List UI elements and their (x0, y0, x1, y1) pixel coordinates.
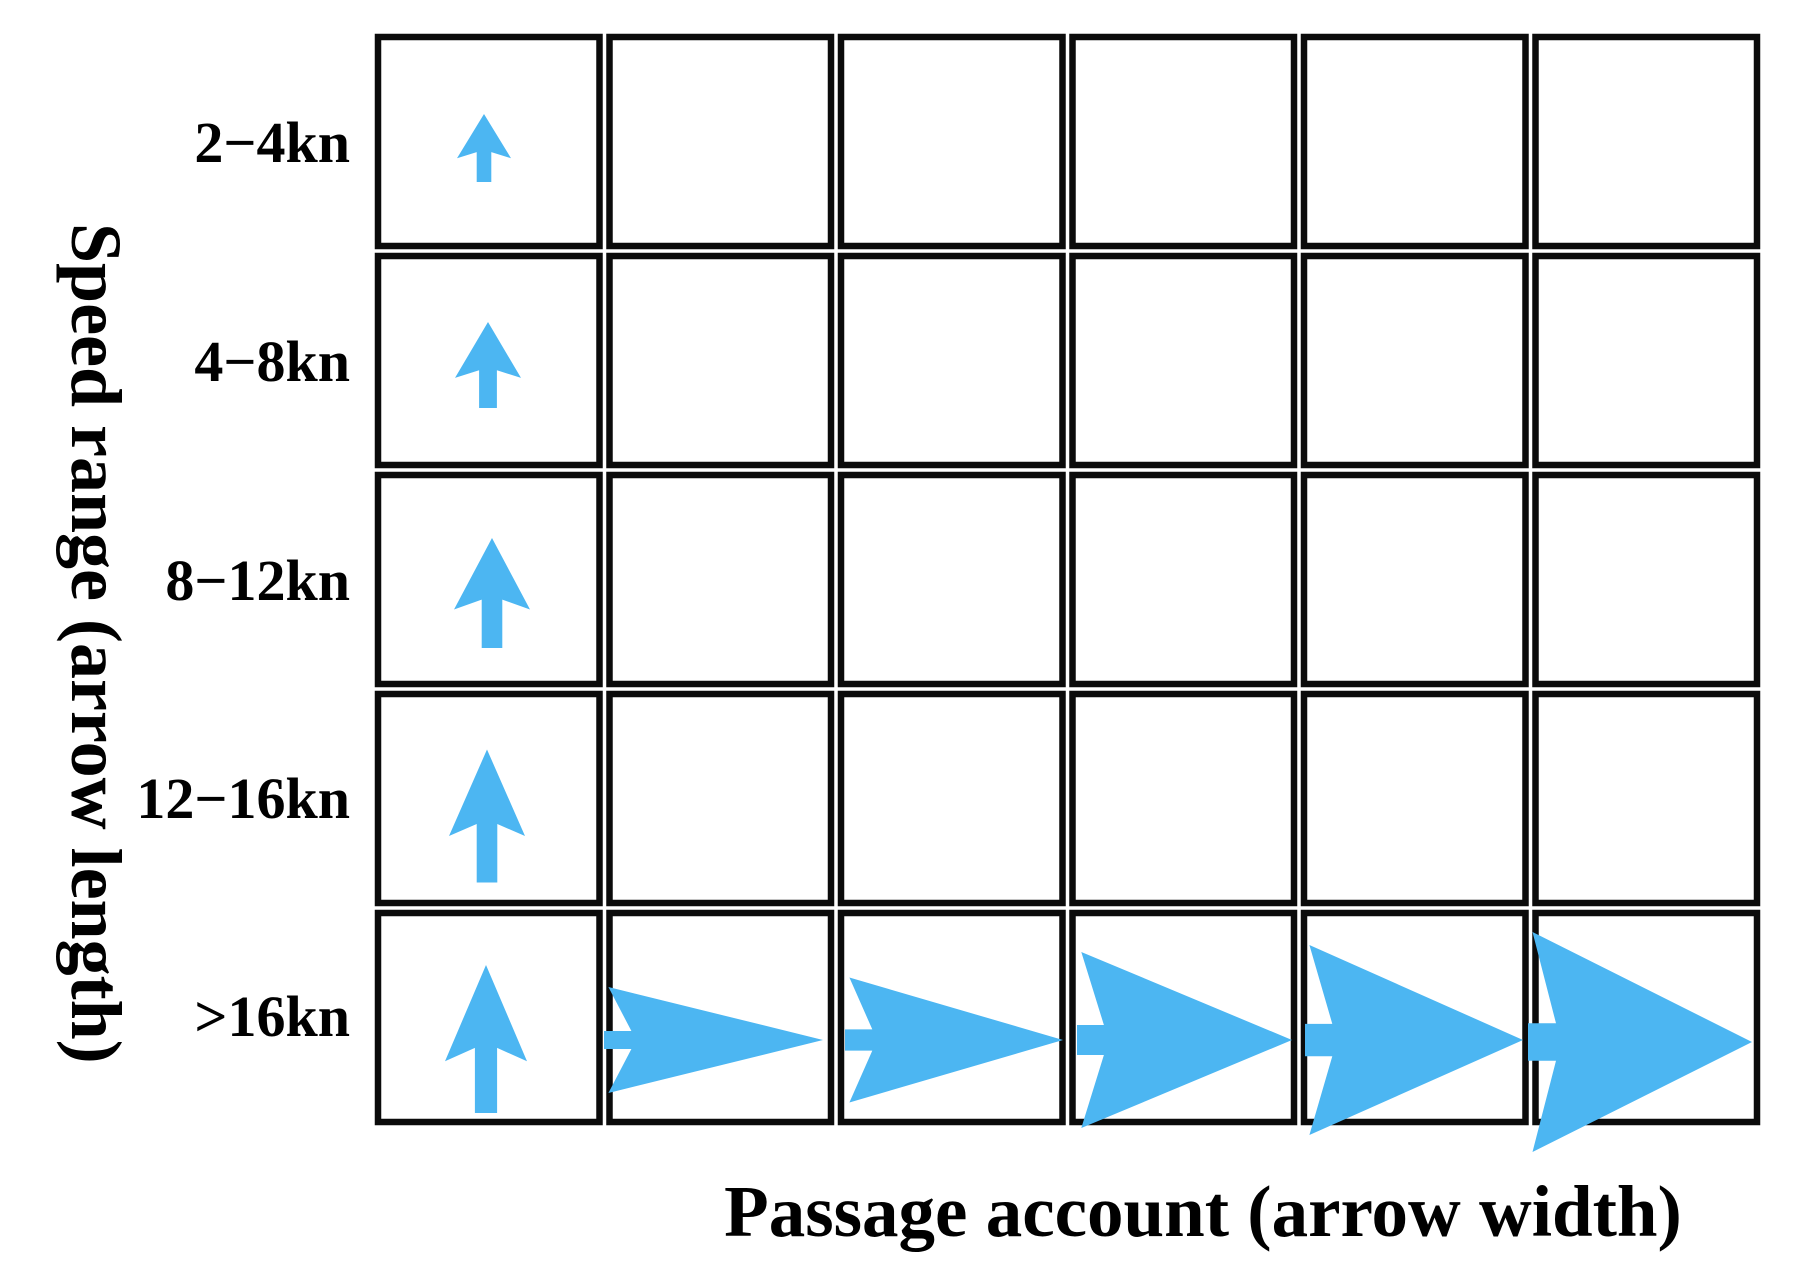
grid-cell (1532, 690, 1761, 907)
row-label-4-8kn: 4−8kn (194, 329, 350, 394)
grid-cell (606, 471, 835, 688)
grid-cell (606, 690, 835, 907)
grid-cell (1069, 471, 1298, 688)
passage-arrow-right (1528, 932, 1752, 1152)
passage-arrow-right (1305, 945, 1523, 1135)
grid-cell (1300, 33, 1529, 250)
speed-arrow-up (449, 749, 525, 883)
y-axis-title: Speed range (arrow length) (56, 222, 136, 1064)
grid-cell (837, 690, 1066, 907)
grid-cell (837, 33, 1066, 250)
grid-cell (1532, 33, 1761, 250)
x-axis-title: Passage account (arrow width) (724, 1171, 1682, 1252)
grid-cell (1069, 690, 1298, 907)
grid-cell (1300, 690, 1529, 907)
speed-arrow-up (455, 322, 521, 408)
grid-cell (1069, 33, 1298, 250)
passage-arrow-right (1077, 952, 1292, 1128)
row-label-8-12kn: 8−12kn (165, 548, 350, 613)
passage-arrow-right (845, 977, 1063, 1103)
grid-cell (837, 252, 1066, 469)
row-label-2-4kn: 2−4kn (194, 110, 350, 175)
grid-cell (1300, 471, 1529, 688)
grid-cell (837, 471, 1066, 688)
grid-cell (606, 33, 835, 250)
row-label-12-16kn: 12−16kn (136, 766, 350, 831)
grid-cell (1069, 252, 1298, 469)
grid-cell (1300, 252, 1529, 469)
speed-arrow-up (445, 965, 527, 1113)
grid-cell (1532, 252, 1761, 469)
grid-cell (1532, 471, 1761, 688)
speed-arrow-up (454, 538, 530, 648)
passage-arrow-right (604, 987, 823, 1093)
row-label-gt-16kn: >16kn (194, 984, 350, 1049)
speed-arrow-up (457, 114, 511, 182)
grid-cell (606, 252, 835, 469)
